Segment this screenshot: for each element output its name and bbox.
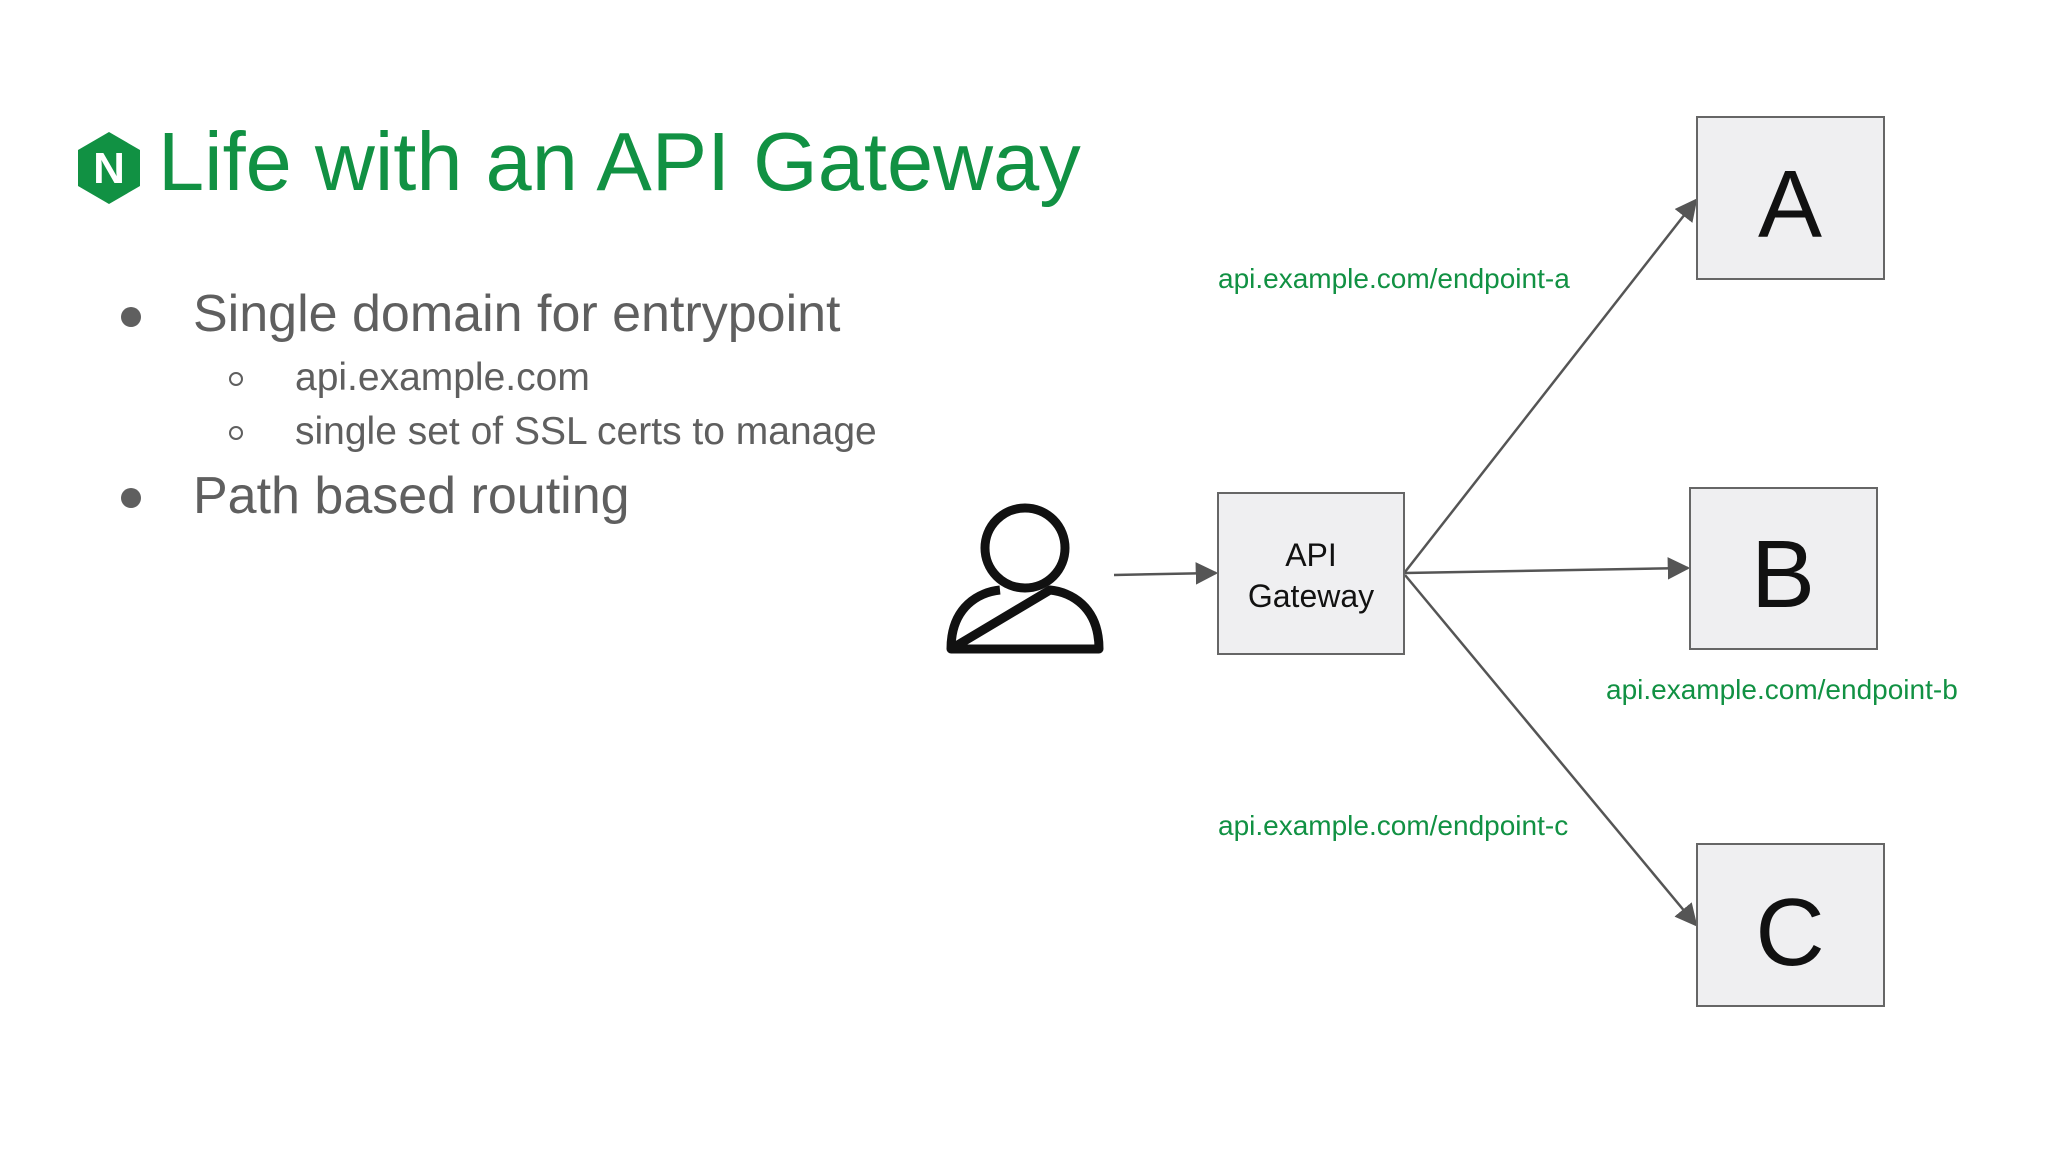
service-box-b: B [1689,487,1878,650]
service-a-label: A [1758,151,1822,258]
slide-title: Life with an API Gateway [158,115,1081,208]
gateway-to-a-arrow [1404,198,1698,573]
service-box-c: C [1696,843,1885,1007]
bullet-dot [121,307,141,327]
bullet-item-2: Path based routing [193,467,630,525]
gateway-label-line1: API [1285,537,1337,573]
service-c-label: C [1755,879,1824,986]
gateway-to-c-arrow [1404,574,1698,927]
service-b-label: B [1751,521,1815,628]
logo-letter: N [93,144,125,193]
nginx-logo-icon: N [78,132,140,204]
user-to-gateway-arrow [1113,562,1219,585]
bullet-dot [121,488,141,508]
gateway-label-line2: Gateway [1248,578,1374,614]
sub-bullet-dot [229,372,243,386]
sub-bullet-item-1: api.example.com [295,356,590,399]
route-label-b: api.example.com/endpoint-b [1606,674,1958,705]
service-box-a: A [1696,116,1885,280]
sub-bullet-dot [229,426,243,440]
bullet-item-1: Single domain for entrypoint [193,285,841,343]
sub-bullet-item-2: single set of SSL certs to manage [295,410,877,453]
user-icon [946,503,1104,654]
api-gateway-box: API Gateway [1217,492,1405,655]
gateway-to-b-arrow [1404,557,1691,580]
route-label-c: api.example.com/endpoint-c [1218,810,1568,841]
route-label-a: api.example.com/endpoint-a [1218,263,1570,294]
